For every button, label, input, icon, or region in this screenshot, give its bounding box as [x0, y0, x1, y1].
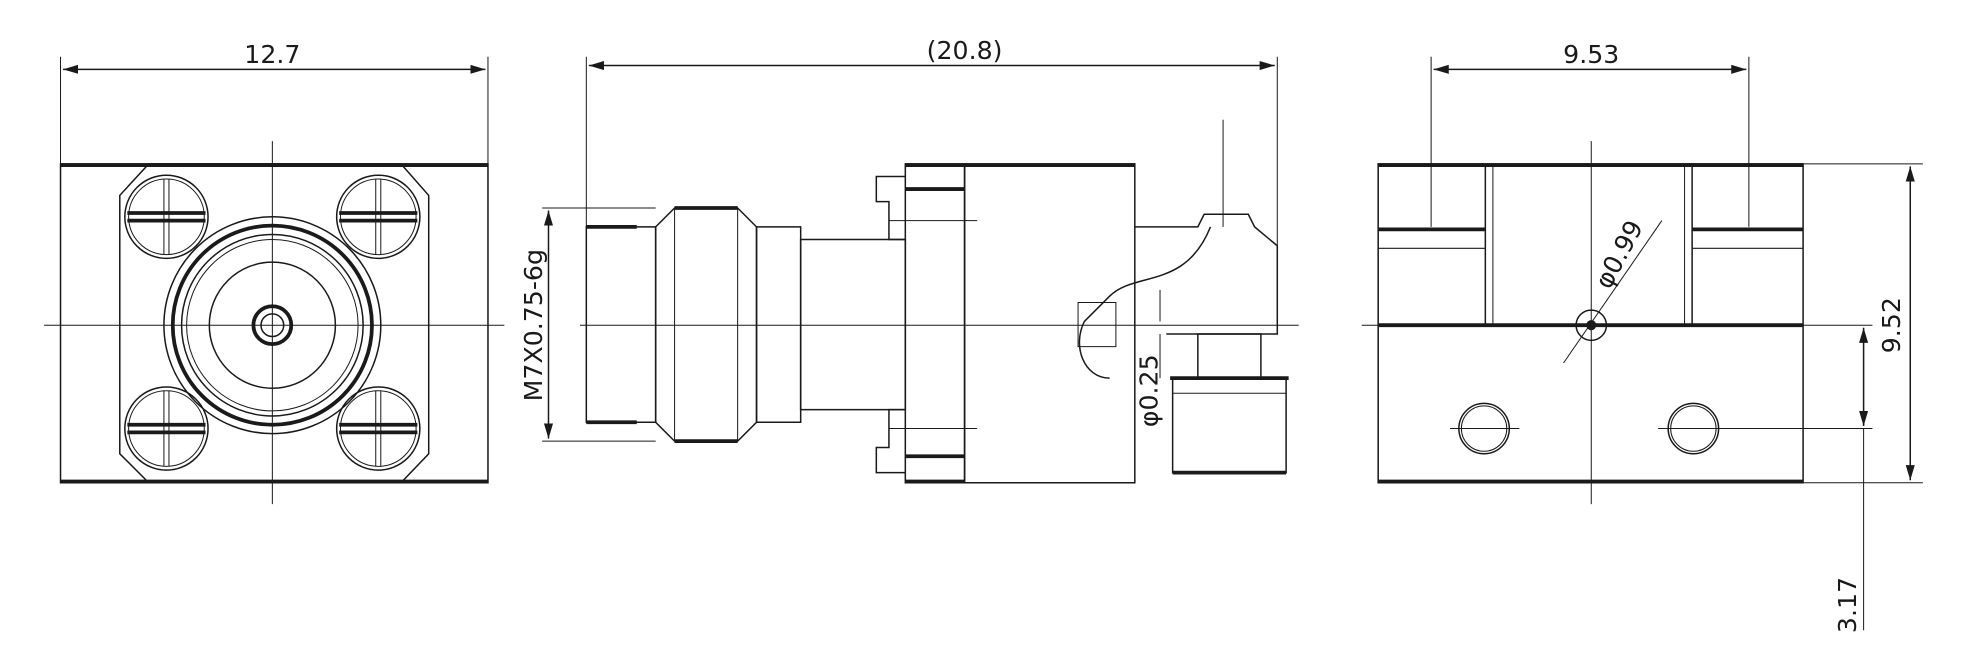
pin-diameter-label: φ0.25 [1134, 354, 1163, 427]
offset-label: 3.17 [1833, 577, 1862, 633]
side-length-label: (20.8) [927, 36, 1003, 65]
side-view: (20.8) M7X0.75-6g φ0.25 [519, 36, 1299, 484]
hole-diameter-label: φ0.99 [1589, 215, 1649, 293]
end-view: 9.53 φ0.99 9.52 3.17 [1361, 40, 1923, 633]
end-height-label: 9.52 [1877, 297, 1906, 353]
front-width-label: 12.7 [244, 40, 300, 69]
mounting-flange [119, 163, 430, 484]
front-view: 12.7 [44, 40, 505, 505]
end-width-label: 9.53 [1563, 40, 1619, 69]
thread-label: M7X0.75-6g [519, 249, 548, 401]
screws [124, 174, 421, 471]
